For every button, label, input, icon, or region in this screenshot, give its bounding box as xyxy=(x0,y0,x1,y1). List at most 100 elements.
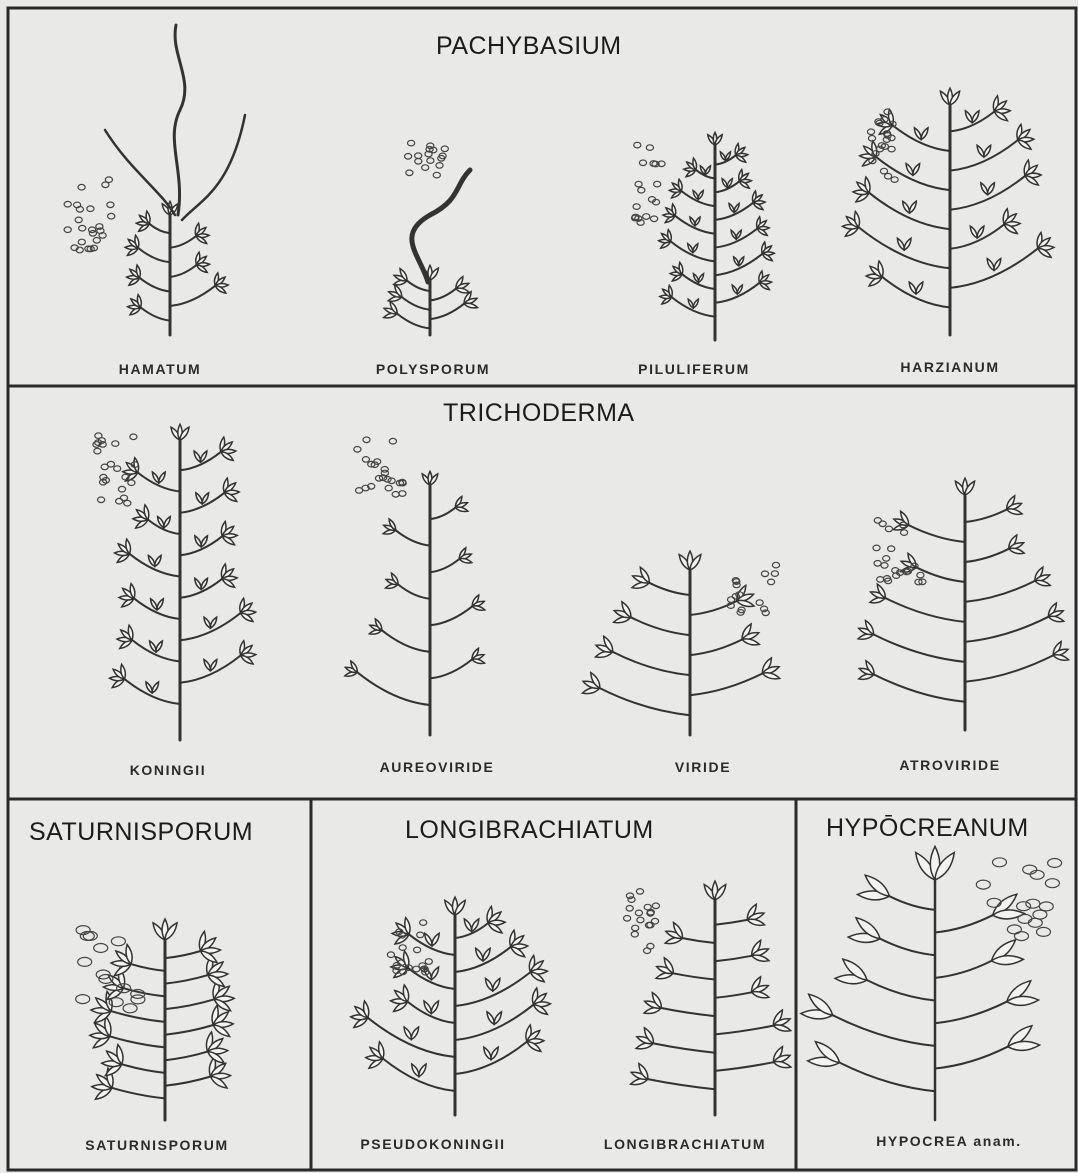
spore xyxy=(78,239,85,245)
sterile-extension xyxy=(412,170,470,282)
spore xyxy=(1017,902,1031,911)
conidiophore-longibrachiatum xyxy=(624,881,791,1115)
phialide xyxy=(494,1012,501,1025)
phialide xyxy=(977,226,984,238)
branch xyxy=(170,236,196,248)
spore xyxy=(885,173,892,179)
branch xyxy=(165,999,214,1009)
spore xyxy=(626,906,633,912)
phialide xyxy=(195,536,201,547)
phialide xyxy=(476,948,483,961)
phialide xyxy=(693,299,698,308)
spore xyxy=(64,227,71,233)
phialide xyxy=(693,244,698,253)
phialide xyxy=(196,493,202,504)
branch xyxy=(715,1062,774,1071)
spore xyxy=(635,910,642,916)
spore xyxy=(771,571,778,577)
section-title-saturnisporum: SATURNISPORUM xyxy=(29,818,253,847)
phialide xyxy=(762,673,779,679)
spore xyxy=(901,530,908,536)
spore xyxy=(75,217,82,223)
spore xyxy=(634,142,641,148)
phialide xyxy=(157,599,163,610)
spore xyxy=(112,441,119,447)
spore xyxy=(389,438,396,444)
spore xyxy=(917,572,924,578)
branch xyxy=(935,915,993,932)
phialide xyxy=(431,967,438,980)
species-label-longibrachiatum: LONGIBRACHIATUM xyxy=(604,1136,766,1152)
phialide xyxy=(194,451,200,462)
spore xyxy=(433,172,440,178)
conidiophore-pseudokoningii xyxy=(351,897,551,1115)
spore xyxy=(647,943,654,949)
phialide xyxy=(152,472,158,483)
spore xyxy=(761,571,768,577)
branch xyxy=(138,248,170,262)
species-label-koningii: KONINGII xyxy=(130,762,207,778)
spore xyxy=(772,562,779,568)
branch xyxy=(112,1088,165,1099)
branch xyxy=(430,606,472,625)
branch xyxy=(683,938,716,943)
phialide xyxy=(459,559,472,563)
spore xyxy=(728,597,735,603)
spore xyxy=(768,579,775,585)
branch xyxy=(165,1077,211,1086)
phialide xyxy=(688,299,693,308)
phialide xyxy=(916,282,923,294)
spore xyxy=(1026,899,1040,908)
spore xyxy=(888,146,895,152)
spore xyxy=(124,500,131,506)
phialide xyxy=(155,555,161,566)
branch xyxy=(170,265,197,277)
spore xyxy=(987,898,1001,907)
spore xyxy=(874,518,881,524)
phialide xyxy=(1009,548,1024,553)
spore xyxy=(385,485,392,491)
branch xyxy=(690,674,762,696)
sterile-extension xyxy=(174,25,185,215)
spore xyxy=(420,920,427,926)
spore xyxy=(761,606,768,612)
section-title-longibrachiatum: LONGIBRACHIATUM xyxy=(405,816,654,845)
branch xyxy=(916,567,965,582)
species-label-polysporum: POLYSPORUM xyxy=(376,361,490,377)
species-label-hamatum: HAMATUM xyxy=(119,361,201,377)
branch xyxy=(965,549,1009,562)
conidiophore-koningii xyxy=(93,424,256,740)
conidiophore-polysporum xyxy=(384,140,478,335)
spore xyxy=(354,447,361,453)
spore xyxy=(425,959,432,965)
branch xyxy=(965,655,1053,681)
spore xyxy=(417,932,424,938)
phialide xyxy=(693,191,698,200)
phialide xyxy=(693,274,698,283)
phialide xyxy=(148,555,154,566)
branch xyxy=(430,559,459,572)
branch xyxy=(600,688,690,715)
phialide xyxy=(906,164,913,176)
spore xyxy=(441,146,448,152)
spore xyxy=(93,238,100,244)
branch xyxy=(396,530,430,545)
phialide xyxy=(734,203,739,212)
phialide xyxy=(972,111,979,123)
species-label-viride: VIRIDE xyxy=(675,759,731,775)
conidiophore-aureoviride xyxy=(345,437,485,735)
phialide xyxy=(464,919,471,932)
phialide xyxy=(695,217,700,226)
phialide xyxy=(1048,616,1063,621)
phialide xyxy=(464,303,478,308)
spore xyxy=(80,932,94,941)
phialide xyxy=(472,606,485,610)
phialide xyxy=(720,152,725,161)
branch xyxy=(715,992,752,998)
phialide xyxy=(412,1064,419,1077)
spore xyxy=(98,497,105,503)
phialide xyxy=(424,1001,431,1014)
branch xyxy=(840,1063,935,1092)
spore xyxy=(131,990,145,999)
phialide xyxy=(487,1012,494,1025)
